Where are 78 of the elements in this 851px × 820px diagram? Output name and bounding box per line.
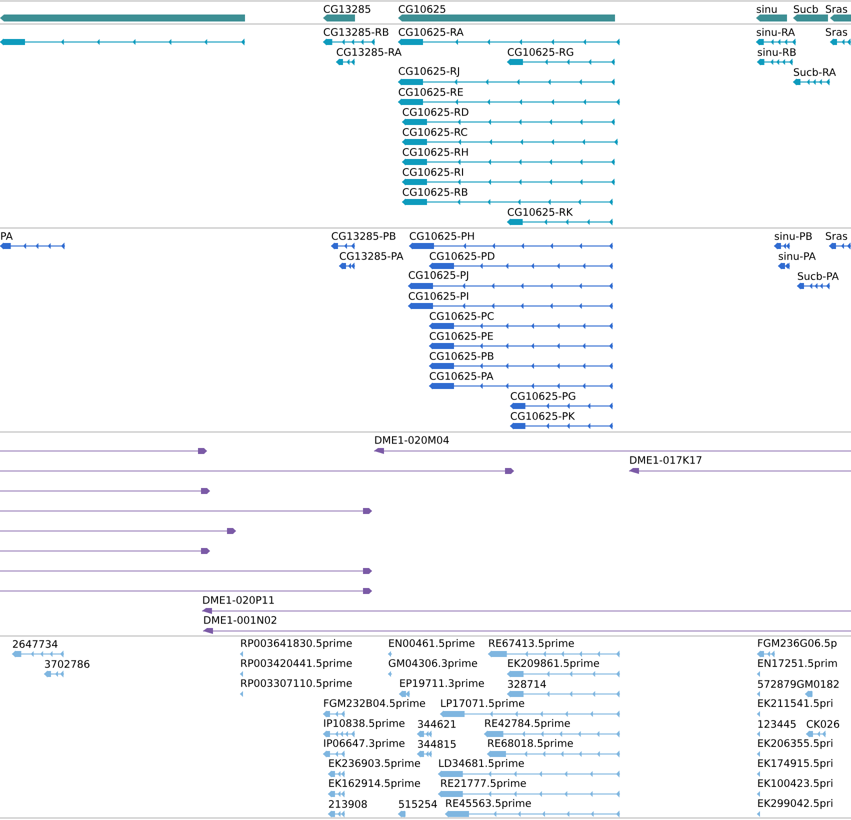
- feature-label: Sras: [826, 28, 848, 36]
- feature-label: RP003420441.5prime: [241, 659, 352, 669]
- feature-label: GM04306.3prime: [388, 659, 478, 669]
- feature-label: RE45563.5prime: [446, 799, 531, 809]
- feature-label: EK299042.5pri: [758, 799, 832, 809]
- feature-label: CG10625-PI: [408, 292, 468, 300]
- feature-label: EK236903.5prime: [329, 759, 420, 769]
- feature-label: CG10625-PD: [430, 252, 494, 260]
- feature-label: 3702786: [44, 660, 90, 668]
- feature-label: CG10625-RJ: [398, 67, 460, 77]
- feature-label: RE67413.5prime: [489, 639, 574, 649]
- feature-label: PA: [1, 232, 13, 240]
- feature-label: Sucb-RA: [794, 68, 836, 76]
- feature-label: Sucb-PA: [798, 272, 839, 280]
- feature-label: FGM232B04.5prime: [324, 699, 426, 709]
- feature-label: CG10625-RH: [402, 148, 468, 156]
- feature-label: CG10625-RI: [402, 168, 464, 176]
- feature-label: CG10625-RA: [398, 28, 464, 36]
- feature-label: sinu-RA: [756, 28, 795, 36]
- feature-label: RE68018.5prime: [488, 739, 573, 749]
- feature-label: EN00461.5prime: [389, 639, 474, 649]
- feature-label: 344815: [418, 740, 456, 748]
- feature-label: CG13285-RA: [336, 48, 402, 56]
- feature-label: sinu-RB: [758, 48, 796, 56]
- feature-label: CG10625-PA: [430, 372, 494, 380]
- feature-label: DME1-020M04: [375, 436, 449, 444]
- feature-label: CG10625-PG: [510, 392, 576, 400]
- feature-label: CG10625-PJ: [408, 271, 468, 281]
- feature-label: CG13285-RB: [324, 28, 388, 36]
- feature-label: sinu-PB: [774, 232, 812, 240]
- feature-label: 515254: [399, 800, 437, 808]
- feature-label: CG10625-PE: [430, 332, 493, 340]
- feature-label: EK206355.5pri: [758, 739, 832, 749]
- feature-label: 572879GM0182: [758, 680, 839, 688]
- feature-label: LP17071.5prime: [441, 699, 524, 709]
- feature-label: IP10838.5prime: [324, 719, 404, 729]
- feature-label: RP003641830.5prime: [241, 639, 352, 649]
- feature-label: EN17251.5prim: [758, 659, 837, 669]
- feature-label: EK209861.5prime: [508, 659, 600, 669]
- feature-label: CG13285-PA: [340, 252, 404, 260]
- feature-label: IP06647.3prime: [324, 739, 404, 749]
- feature-label: LD34681.5prime: [439, 759, 524, 769]
- feature-label: EK100423.5pri: [758, 779, 832, 789]
- feature-label: CG10625-PB: [430, 352, 494, 360]
- feature-label: CG10625-RE: [398, 88, 463, 96]
- feature-label: CG10625: [398, 5, 446, 13]
- feature-label: CG10625-PH: [410, 232, 474, 240]
- feature-label: Sras: [826, 5, 848, 13]
- feature-label: sinu-PA: [778, 252, 816, 260]
- feature-label: FGM236G06.5p: [758, 639, 837, 649]
- feature-label: EK174915.5pri: [758, 759, 832, 769]
- feature-label: sinu: [756, 5, 777, 13]
- feature-label: CG10625-RC: [402, 128, 468, 136]
- feature-label: CG10625-RD: [402, 108, 468, 116]
- feature-label: CG10625-PC: [430, 312, 494, 320]
- feature-label: 344621: [418, 720, 456, 728]
- feature-label: RE21777.5prime: [441, 779, 526, 789]
- feature-label: RP003307110.5prime: [241, 679, 352, 689]
- feature-label: RE42784.5prime: [485, 719, 570, 729]
- feature-label: 328714: [508, 680, 546, 688]
- feature-label: EP19711.3prime: [400, 679, 484, 689]
- feature-label: EK211541.5pri: [758, 699, 832, 709]
- feature-label: 123445: [758, 720, 796, 728]
- feature-label: DME1-020P11: [203, 596, 274, 604]
- feature-label: CK026: [806, 720, 840, 728]
- feature-label: DME1-001N02: [204, 616, 276, 624]
- feature-label: CG10625-RG: [508, 48, 574, 56]
- feature-label: Sras: [826, 232, 848, 240]
- feature-label: CG13285: [324, 5, 370, 13]
- feature-label: DME1-017K17: [630, 456, 702, 464]
- feature-label: Sucb: [794, 5, 818, 13]
- feature-label: CG13285-PB: [332, 232, 396, 240]
- feature-label: EK162914.5prime: [329, 779, 420, 789]
- feature-label: CG10625-PK: [510, 412, 576, 420]
- feature-label: 2647734: [12, 640, 58, 648]
- feature-label: CG10625-RK: [508, 208, 573, 216]
- feature-label: 213908: [328, 800, 367, 808]
- feature-label: CG10625-RB: [402, 188, 468, 196]
